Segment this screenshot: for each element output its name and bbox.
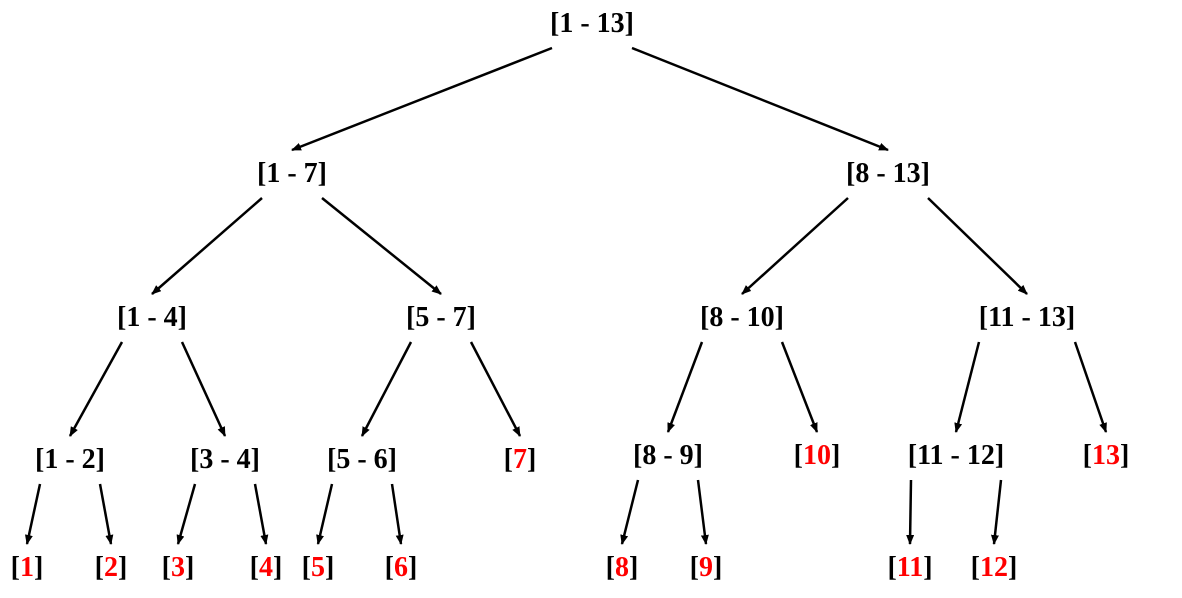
bracket-open: [ xyxy=(94,552,104,583)
edge-n3-4-to-leaf3 xyxy=(176,483,197,545)
edge-n11-12-to-leaf11 xyxy=(906,479,915,545)
bracket-close: ] xyxy=(713,552,723,583)
tree-node-n11-13: [11 - 13] xyxy=(978,302,1076,333)
leaf-node-11: [11] xyxy=(887,554,932,582)
edge-n1-7-to-n5-7 xyxy=(321,197,442,295)
edge-n5-7-to-leaf7 xyxy=(469,341,522,437)
tree-node-n8-13: [8 - 13] xyxy=(846,158,930,189)
edge-n8-9-to-leaf8 xyxy=(620,479,640,545)
edge-n3-4-to-leaf4 xyxy=(253,483,269,545)
bracket-open: [ xyxy=(1082,440,1092,471)
bracket-close: ] xyxy=(1120,440,1130,471)
edge-n5-6-to-leaf5 xyxy=(316,483,334,545)
leaf-number: 13 xyxy=(1092,440,1120,471)
tree-node-n5-7: [5 - 7] xyxy=(406,302,476,333)
bracket-close: ] xyxy=(325,552,335,583)
edge-n11-12-to-leaf12 xyxy=(991,479,1003,545)
bracket-close: ] xyxy=(923,552,933,583)
tree-node-n8-10: [8 - 10] xyxy=(700,302,784,333)
tree-node-n1-13: [1 - 13] xyxy=(550,8,634,39)
leaf-number: 4 xyxy=(259,552,273,583)
bracket-open: [ xyxy=(384,552,394,583)
leaf-node-12: [12] xyxy=(971,554,1018,582)
leaf-number: 11 xyxy=(896,552,924,583)
leaf-node-2: [2] xyxy=(95,554,128,582)
leaf-number: 6 xyxy=(394,552,408,583)
leaf-node-13: [13] xyxy=(1083,442,1130,470)
edge-n8-10-to-n8-9 xyxy=(666,341,704,433)
edge-n11-13-to-n11-12 xyxy=(954,341,981,433)
tree-node-n11-12: [11 - 12] xyxy=(907,440,1005,471)
bracket-close: ] xyxy=(185,552,195,583)
edge-n1-13-to-n8-13 xyxy=(631,46,889,152)
leaf-number: 7 xyxy=(513,444,527,475)
leaf-number: 8 xyxy=(615,552,629,583)
bracket-close: ] xyxy=(831,440,841,471)
leaf-node-1: [1] xyxy=(11,554,44,582)
leaf-node-7: [7] xyxy=(504,446,537,474)
tree-node-n1-4: [1 - 4] xyxy=(117,302,187,333)
bracket-close: ] xyxy=(527,444,537,475)
bracket-open: [ xyxy=(161,552,171,583)
bracket-close: ] xyxy=(273,552,283,583)
leaf-number: 9 xyxy=(699,552,713,583)
edge-n1-4-to-n1-2 xyxy=(68,341,124,437)
bracket-open: [ xyxy=(970,552,980,583)
leaf-number: 1 xyxy=(20,552,34,583)
edge-n1-2-to-leaf1 xyxy=(24,483,42,545)
leaf-number: 3 xyxy=(171,552,185,583)
edge-n5-6-to-leaf6 xyxy=(390,483,404,545)
leaf-number: 10 xyxy=(803,440,831,471)
tree-node-n1-2: [1 - 2] xyxy=(35,444,105,475)
leaf-node-10: [10] xyxy=(794,442,841,470)
leaf-number: 5 xyxy=(311,552,325,583)
edge-n1-2-to-leaf2 xyxy=(98,483,114,545)
leaf-node-3: [3] xyxy=(162,554,195,582)
bracket-open: [ xyxy=(793,440,803,471)
bracket-open: [ xyxy=(301,552,311,583)
edge-n8-13-to-n8-10 xyxy=(741,197,849,295)
leaf-node-4: [4] xyxy=(250,554,283,582)
bracket-close: ] xyxy=(408,552,418,583)
tree-node-n1-7: [1 - 7] xyxy=(257,158,327,189)
edge-n11-13-to-leaf13 xyxy=(1073,341,1108,433)
edge-n8-9-to-leaf9 xyxy=(696,479,709,545)
edge-n1-7-to-n1-4 xyxy=(151,197,263,295)
bracket-close: ] xyxy=(629,552,639,583)
edge-n8-10-to-leaf10 xyxy=(780,341,819,433)
edge-n1-4-to-n3-4 xyxy=(180,341,227,437)
leaf-node-6: [6] xyxy=(385,554,418,582)
leaf-number: 2 xyxy=(104,552,118,583)
bracket-open: [ xyxy=(689,552,699,583)
bracket-open: [ xyxy=(249,552,259,583)
edge-n5-7-to-n5-6 xyxy=(360,341,413,437)
tree-node-n3-4: [3 - 4] xyxy=(190,444,260,475)
edge-n1-13-to-n1-7 xyxy=(291,46,553,152)
bracket-open: [ xyxy=(605,552,615,583)
bracket-open: [ xyxy=(887,552,897,583)
bracket-open: [ xyxy=(503,444,513,475)
leaf-node-5: [5] xyxy=(302,554,335,582)
leaf-node-9: [9] xyxy=(690,554,723,582)
bracket-close: ] xyxy=(34,552,44,583)
bracket-close: ] xyxy=(118,552,128,583)
leaf-node-8: [8] xyxy=(606,554,639,582)
bracket-open: [ xyxy=(10,552,20,583)
tree-node-n8-9: [8 - 9] xyxy=(633,440,703,471)
leaf-number: 12 xyxy=(980,552,1008,583)
bracket-close: ] xyxy=(1008,552,1018,583)
edge-n8-13-to-n11-13 xyxy=(927,197,1028,295)
tree-node-n5-6: [5 - 6] xyxy=(327,444,397,475)
